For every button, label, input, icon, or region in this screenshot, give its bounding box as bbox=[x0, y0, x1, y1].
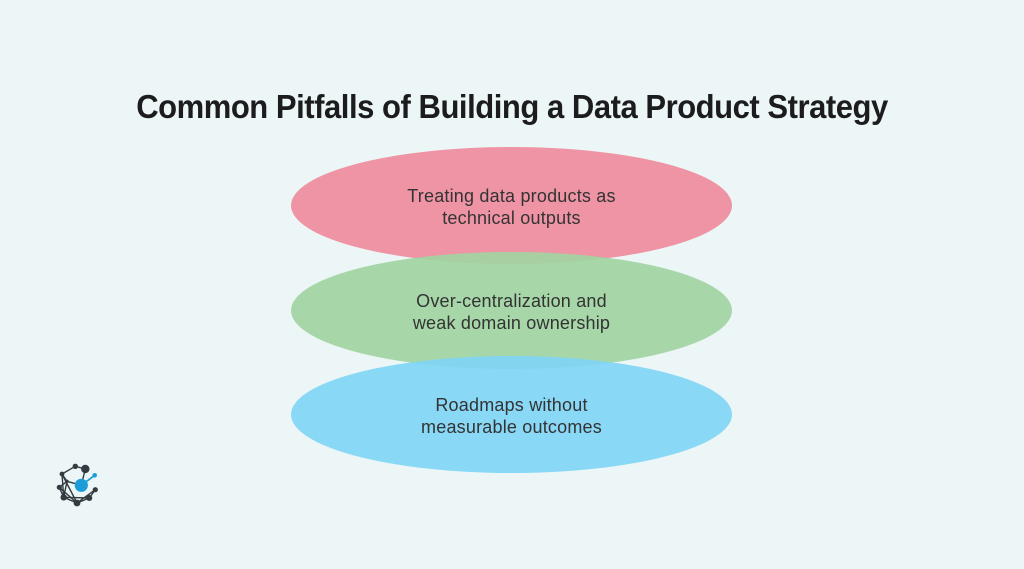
pitfall-label: Roadmaps without measurable outcomes bbox=[421, 391, 602, 438]
pitfall-label-line1: Over-centralization and bbox=[416, 291, 607, 311]
pitfall-ellipse-technical-outputs: Treating data products as technical outp… bbox=[291, 147, 732, 264]
pitfall-ellipse-over-centralization: Over-centralization and weak domain owne… bbox=[291, 252, 732, 369]
pitfall-label-line2: measurable outcomes bbox=[421, 417, 602, 437]
pitfall-label: Over-centralization and weak domain owne… bbox=[413, 287, 610, 334]
pitfall-ellipse-roadmaps: Roadmaps without measurable outcomes bbox=[291, 356, 732, 473]
logo-nodes bbox=[56, 463, 98, 507]
pitfall-label-line2: weak domain ownership bbox=[412, 313, 611, 333]
pitfall-label-line1: Treating data products as bbox=[407, 186, 616, 206]
pitfall-label-line1: Roadmaps without bbox=[435, 395, 588, 415]
pitfall-label: Treating data products as technical outp… bbox=[407, 182, 615, 229]
logo-accent-dot bbox=[92, 473, 97, 478]
page-title: Common Pitfalls of Building a Data Produ… bbox=[136, 88, 888, 126]
logo-accent-hub bbox=[74, 478, 88, 492]
pitfall-label-line2: technical outputs bbox=[442, 208, 581, 228]
network-graph-logo bbox=[56, 463, 98, 507]
